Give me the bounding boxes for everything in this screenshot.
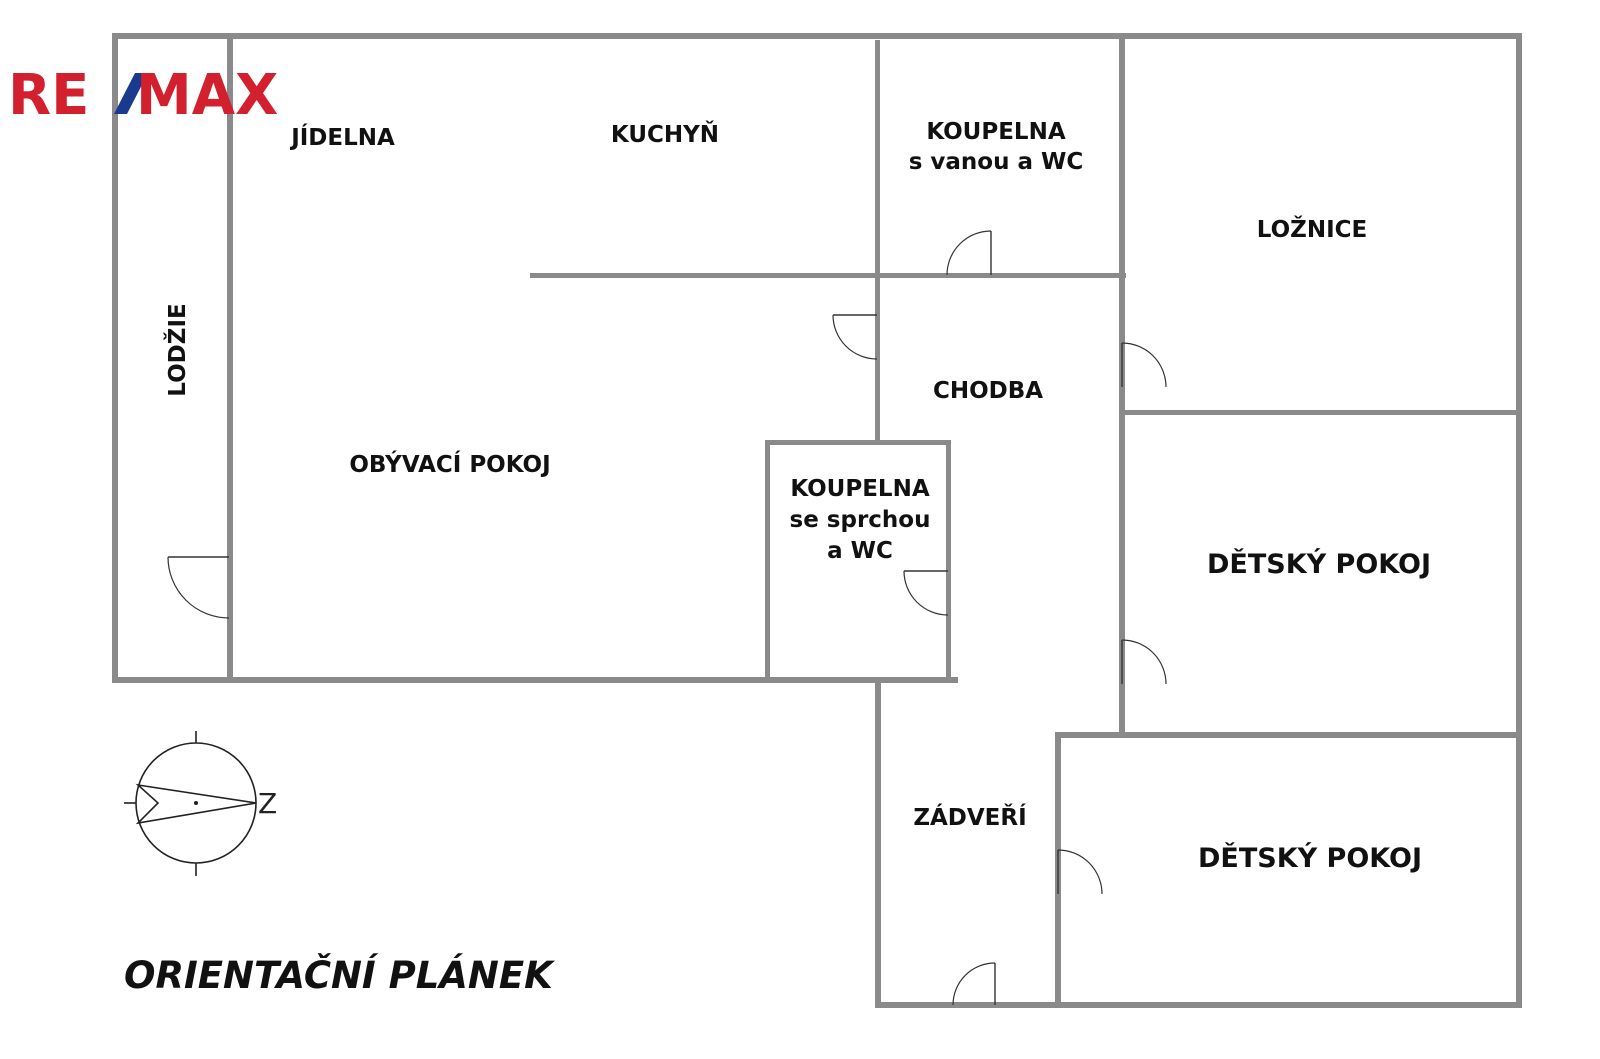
wall-kitchen-partition — [530, 273, 1126, 278]
door-detsky-1 — [1121, 639, 1167, 685]
label-chodba: CHODBA — [933, 378, 1043, 404]
logo-slash — [114, 73, 148, 114]
logo-left-text: RE — [8, 63, 89, 128]
label-koupelna-sprcha-1: KOUPELNA — [790, 476, 929, 502]
door-entrance — [952, 962, 996, 1006]
wall-right-outer — [1516, 33, 1522, 1008]
wall-detsky-divider — [1055, 732, 1522, 738]
label-lodzie: LODŽIE — [163, 303, 191, 396]
wall-zadveri-left — [875, 677, 881, 1008]
label-koupelna-sprcha-2: se sprchou — [790, 507, 931, 533]
wall-top-right — [1072, 33, 1522, 39]
door-obyvaci — [832, 314, 878, 360]
door-lodzie — [167, 556, 230, 619]
door-koupelna-sprcha — [903, 570, 949, 616]
compass-letter: Z — [258, 787, 277, 820]
wall-bottom-left — [112, 677, 958, 683]
label-koupelna-vana-1: KOUPELNA — [926, 119, 1065, 145]
room-labels: LODŽIE JÍDELNA KUCHYŇ KOUPELNA s vanou a… — [163, 119, 1431, 874]
compass-icon: Z — [124, 731, 277, 876]
plan-title: ORIENTAČNÍ PLÁNEK — [124, 953, 555, 997]
label-detsky-pokoj-2: DĚTSKÝ POKOJ — [1198, 842, 1422, 874]
door-detsky-2 — [1057, 849, 1103, 895]
door-loznice — [1121, 342, 1167, 388]
label-obyvaci-pokoj: OBÝVACÍ POKOJ — [349, 450, 550, 478]
wall-loznice-bottom — [1119, 410, 1522, 415]
wall-lodzie-inner — [227, 33, 233, 683]
remax-logo: RE MAX — [8, 63, 278, 128]
doors — [167, 230, 1167, 1006]
wall-shower-right — [946, 440, 951, 683]
label-jidelna: JÍDELNA — [289, 123, 395, 151]
label-kuchyn: KUCHYŇ — [611, 120, 719, 148]
label-detsky-pokoj-1: DĚTSKÝ POKOJ — [1207, 548, 1431, 580]
wall-kitchen-right — [875, 40, 880, 440]
label-koupelna-sprcha-3: a WC — [827, 538, 893, 564]
label-koupelna-vana-2: s vanou a WC — [909, 149, 1084, 175]
wall-shower-top — [765, 440, 951, 445]
wall-bottom-right — [878, 1002, 1522, 1008]
wall-shower-left — [765, 440, 770, 683]
label-zadveri: ZÁDVEŘÍ — [913, 803, 1026, 831]
logo-right-text: MAX — [136, 63, 278, 128]
wall-outer-left-block — [112, 33, 1072, 39]
label-loznice: LOŽNICE — [1257, 215, 1367, 243]
door-koupelna-vana — [946, 230, 992, 276]
wall-left-outer — [112, 33, 118, 683]
